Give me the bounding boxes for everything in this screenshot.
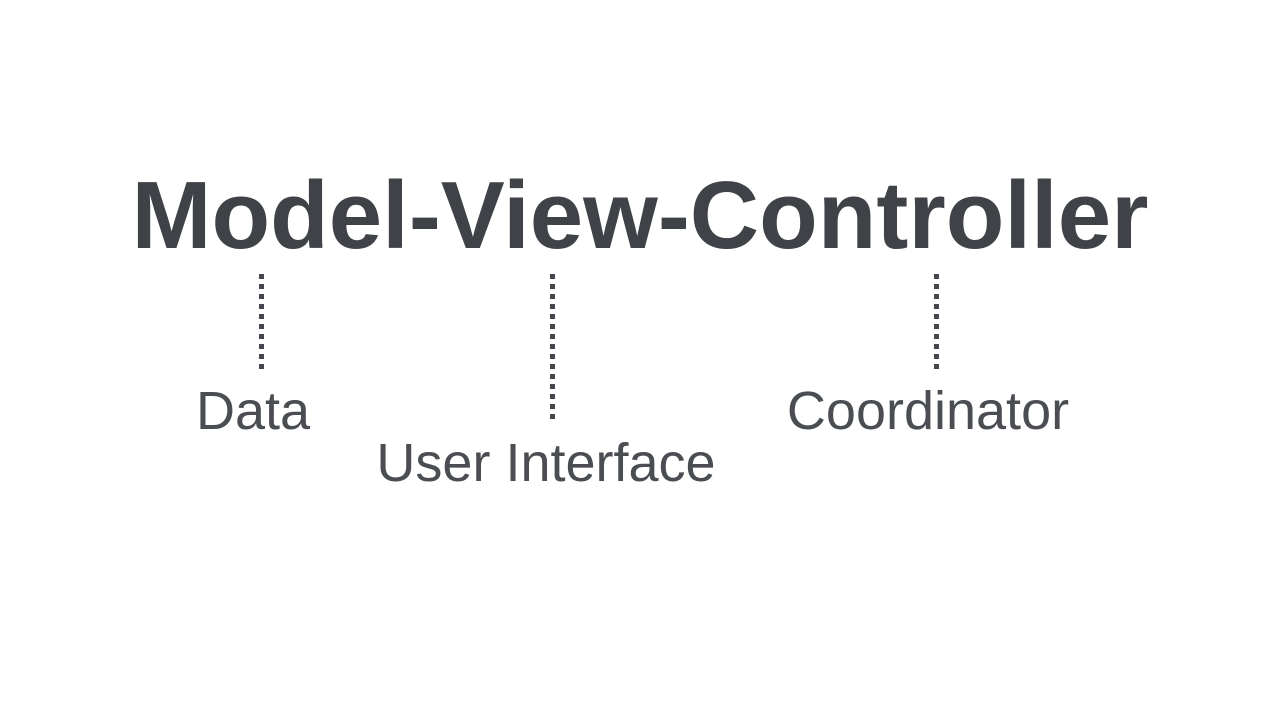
view-dotted-connector [550,274,555,419]
controller-meaning-label: Coordinator [786,381,1070,441]
model-dotted-connector [259,274,264,369]
view-meaning-label: User Interface [376,433,716,493]
controller-dotted-connector [934,274,939,369]
diagram-title: Model-View-Controller [131,162,1149,269]
model-meaning-label: Data [195,381,311,441]
